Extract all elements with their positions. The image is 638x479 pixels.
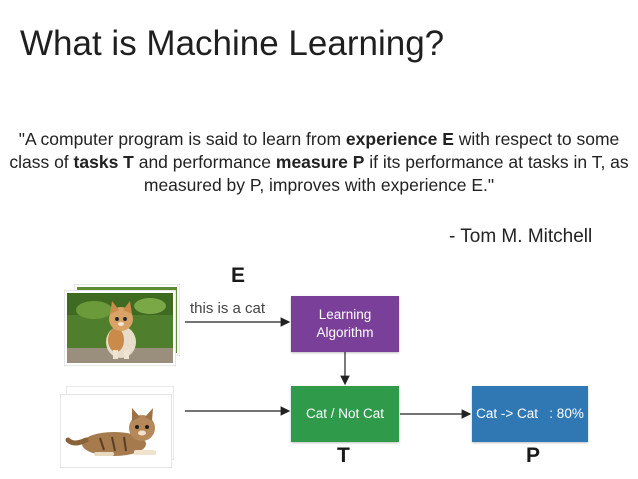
- diagram-arrows: [0, 0, 638, 479]
